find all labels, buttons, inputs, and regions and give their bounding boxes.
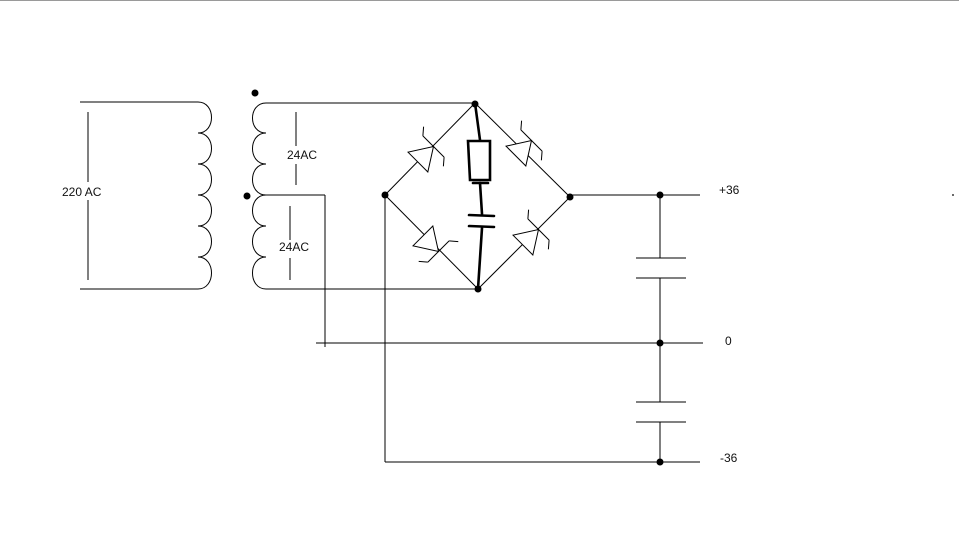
transformer-secondary-winding bbox=[252, 102, 478, 347]
filter-capacitor-upper bbox=[636, 257, 686, 279]
transformer-primary-winding bbox=[80, 101, 212, 290]
output-rails bbox=[325, 194, 703, 463]
secondary-upper-voltage-label: 24AC bbox=[287, 148, 317, 162]
ground-rail-label: 0 bbox=[725, 334, 732, 348]
bridge-right-node bbox=[566, 193, 574, 201]
diode-bottom-right bbox=[512, 209, 550, 256]
winding-polarity-dot-top bbox=[251, 89, 259, 97]
bridge-rectifier bbox=[384, 102, 571, 462]
winding-polarity-dot-center bbox=[243, 192, 251, 200]
ground-rail-node bbox=[656, 339, 664, 347]
secondary-lower-voltage-label: 24AC bbox=[279, 240, 309, 254]
stray-dot bbox=[952, 194, 954, 196]
diode-top-right bbox=[505, 120, 543, 167]
diode-top-left bbox=[407, 126, 445, 173]
junction-dots bbox=[243, 89, 954, 466]
bridge-left-node bbox=[381, 191, 389, 199]
window-top-border bbox=[0, 0, 959, 1]
positive-rail-label: +36 bbox=[719, 183, 740, 197]
negative-rail-node bbox=[656, 458, 664, 466]
filter-capacitor-lower bbox=[636, 401, 686, 423]
hand-drawn-rc-across-ac bbox=[466, 101, 496, 291]
bridge-top-node bbox=[471, 100, 479, 108]
diode-bottom-left bbox=[412, 225, 459, 263]
positive-rail-node bbox=[656, 191, 664, 199]
negative-rail-label: -36 bbox=[720, 451, 738, 465]
bridge-bottom-node bbox=[474, 285, 482, 293]
primary-voltage-label: 220 AC bbox=[62, 185, 102, 199]
